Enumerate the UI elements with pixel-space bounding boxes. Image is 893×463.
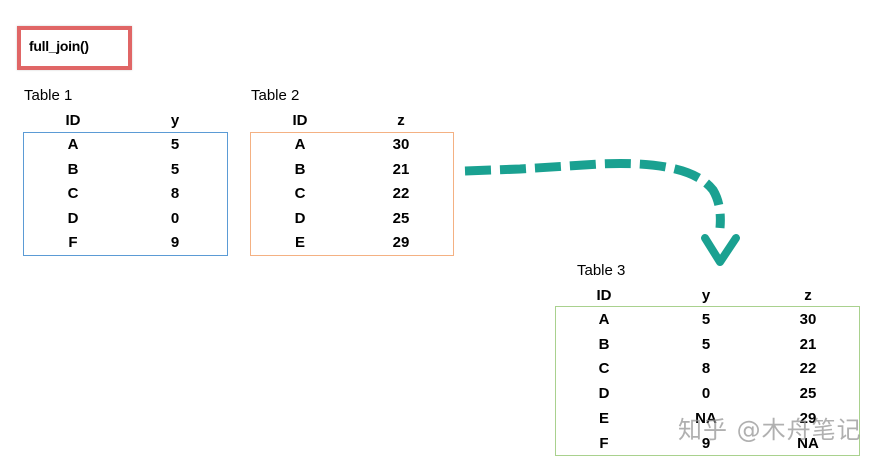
table2-header-id: ID [292, 112, 308, 129]
arrow-head [701, 234, 740, 266]
table3-cell: 30 [799, 311, 817, 328]
table2-cell: C [294, 185, 306, 202]
table1-header-id: ID [65, 112, 81, 129]
table3-header-y: y [701, 287, 711, 304]
table2-label: Table 2 [251, 87, 300, 104]
table3-cell: NA [695, 409, 717, 427]
table3-cell: 0 [701, 385, 711, 403]
table1-cell: A [67, 136, 79, 153]
table3-cell: D [598, 385, 610, 403]
table3-cell: F [599, 434, 609, 452]
table2-cell: 22 [392, 185, 410, 202]
table1-cell: 5 [170, 136, 180, 153]
table3-label: Table 3 [577, 262, 626, 279]
table3-cell: 21 [799, 335, 817, 353]
table3-header-z: z [804, 287, 812, 304]
table1-cell: 5 [170, 160, 180, 178]
table2-cell: B [294, 160, 306, 178]
function-title: full_join() [29, 38, 89, 54]
table2-cell: A [294, 136, 306, 153]
table3-cell: A [598, 311, 610, 328]
table2-cell: 30 [392, 136, 410, 153]
table3-cell: 25 [799, 385, 817, 403]
table3-cell: E [598, 409, 609, 427]
table3-cell: 8 [701, 360, 711, 378]
table1-cell: 8 [170, 185, 180, 202]
table3-cell: 5 [701, 311, 711, 328]
table3-cell: 22 [799, 360, 817, 378]
table2-cell: 21 [392, 160, 410, 178]
table2-cell: E [294, 234, 305, 251]
table3-cell: 5 [701, 335, 711, 353]
table3-cell: B [598, 335, 610, 353]
watermark: 知乎 @木舟笔记 [678, 416, 862, 444]
table3-header-id: ID [596, 287, 612, 304]
table2-cell: 29 [392, 234, 410, 251]
table3-cell: 9 [701, 434, 711, 452]
table1-cell: 0 [170, 209, 180, 227]
table1-cell: 9 [170, 234, 180, 251]
table2-cell: 25 [392, 209, 410, 227]
function-title-box: full_join() [17, 26, 132, 70]
table3-cell: C [598, 360, 610, 378]
table3-cell: NA [797, 434, 819, 452]
table1-header-y: y [170, 112, 180, 129]
table1-label: Table 1 [24, 87, 73, 104]
table1-cell: C [67, 185, 79, 202]
table2-cell: D [294, 209, 306, 227]
table2-header-z: z [397, 112, 405, 129]
table1-cell: F [68, 234, 78, 251]
table1-cell: B [67, 160, 79, 178]
table1-cell: D [67, 209, 79, 227]
table3-cell: 29 [799, 409, 817, 427]
arrow-shaft [464, 159, 725, 229]
